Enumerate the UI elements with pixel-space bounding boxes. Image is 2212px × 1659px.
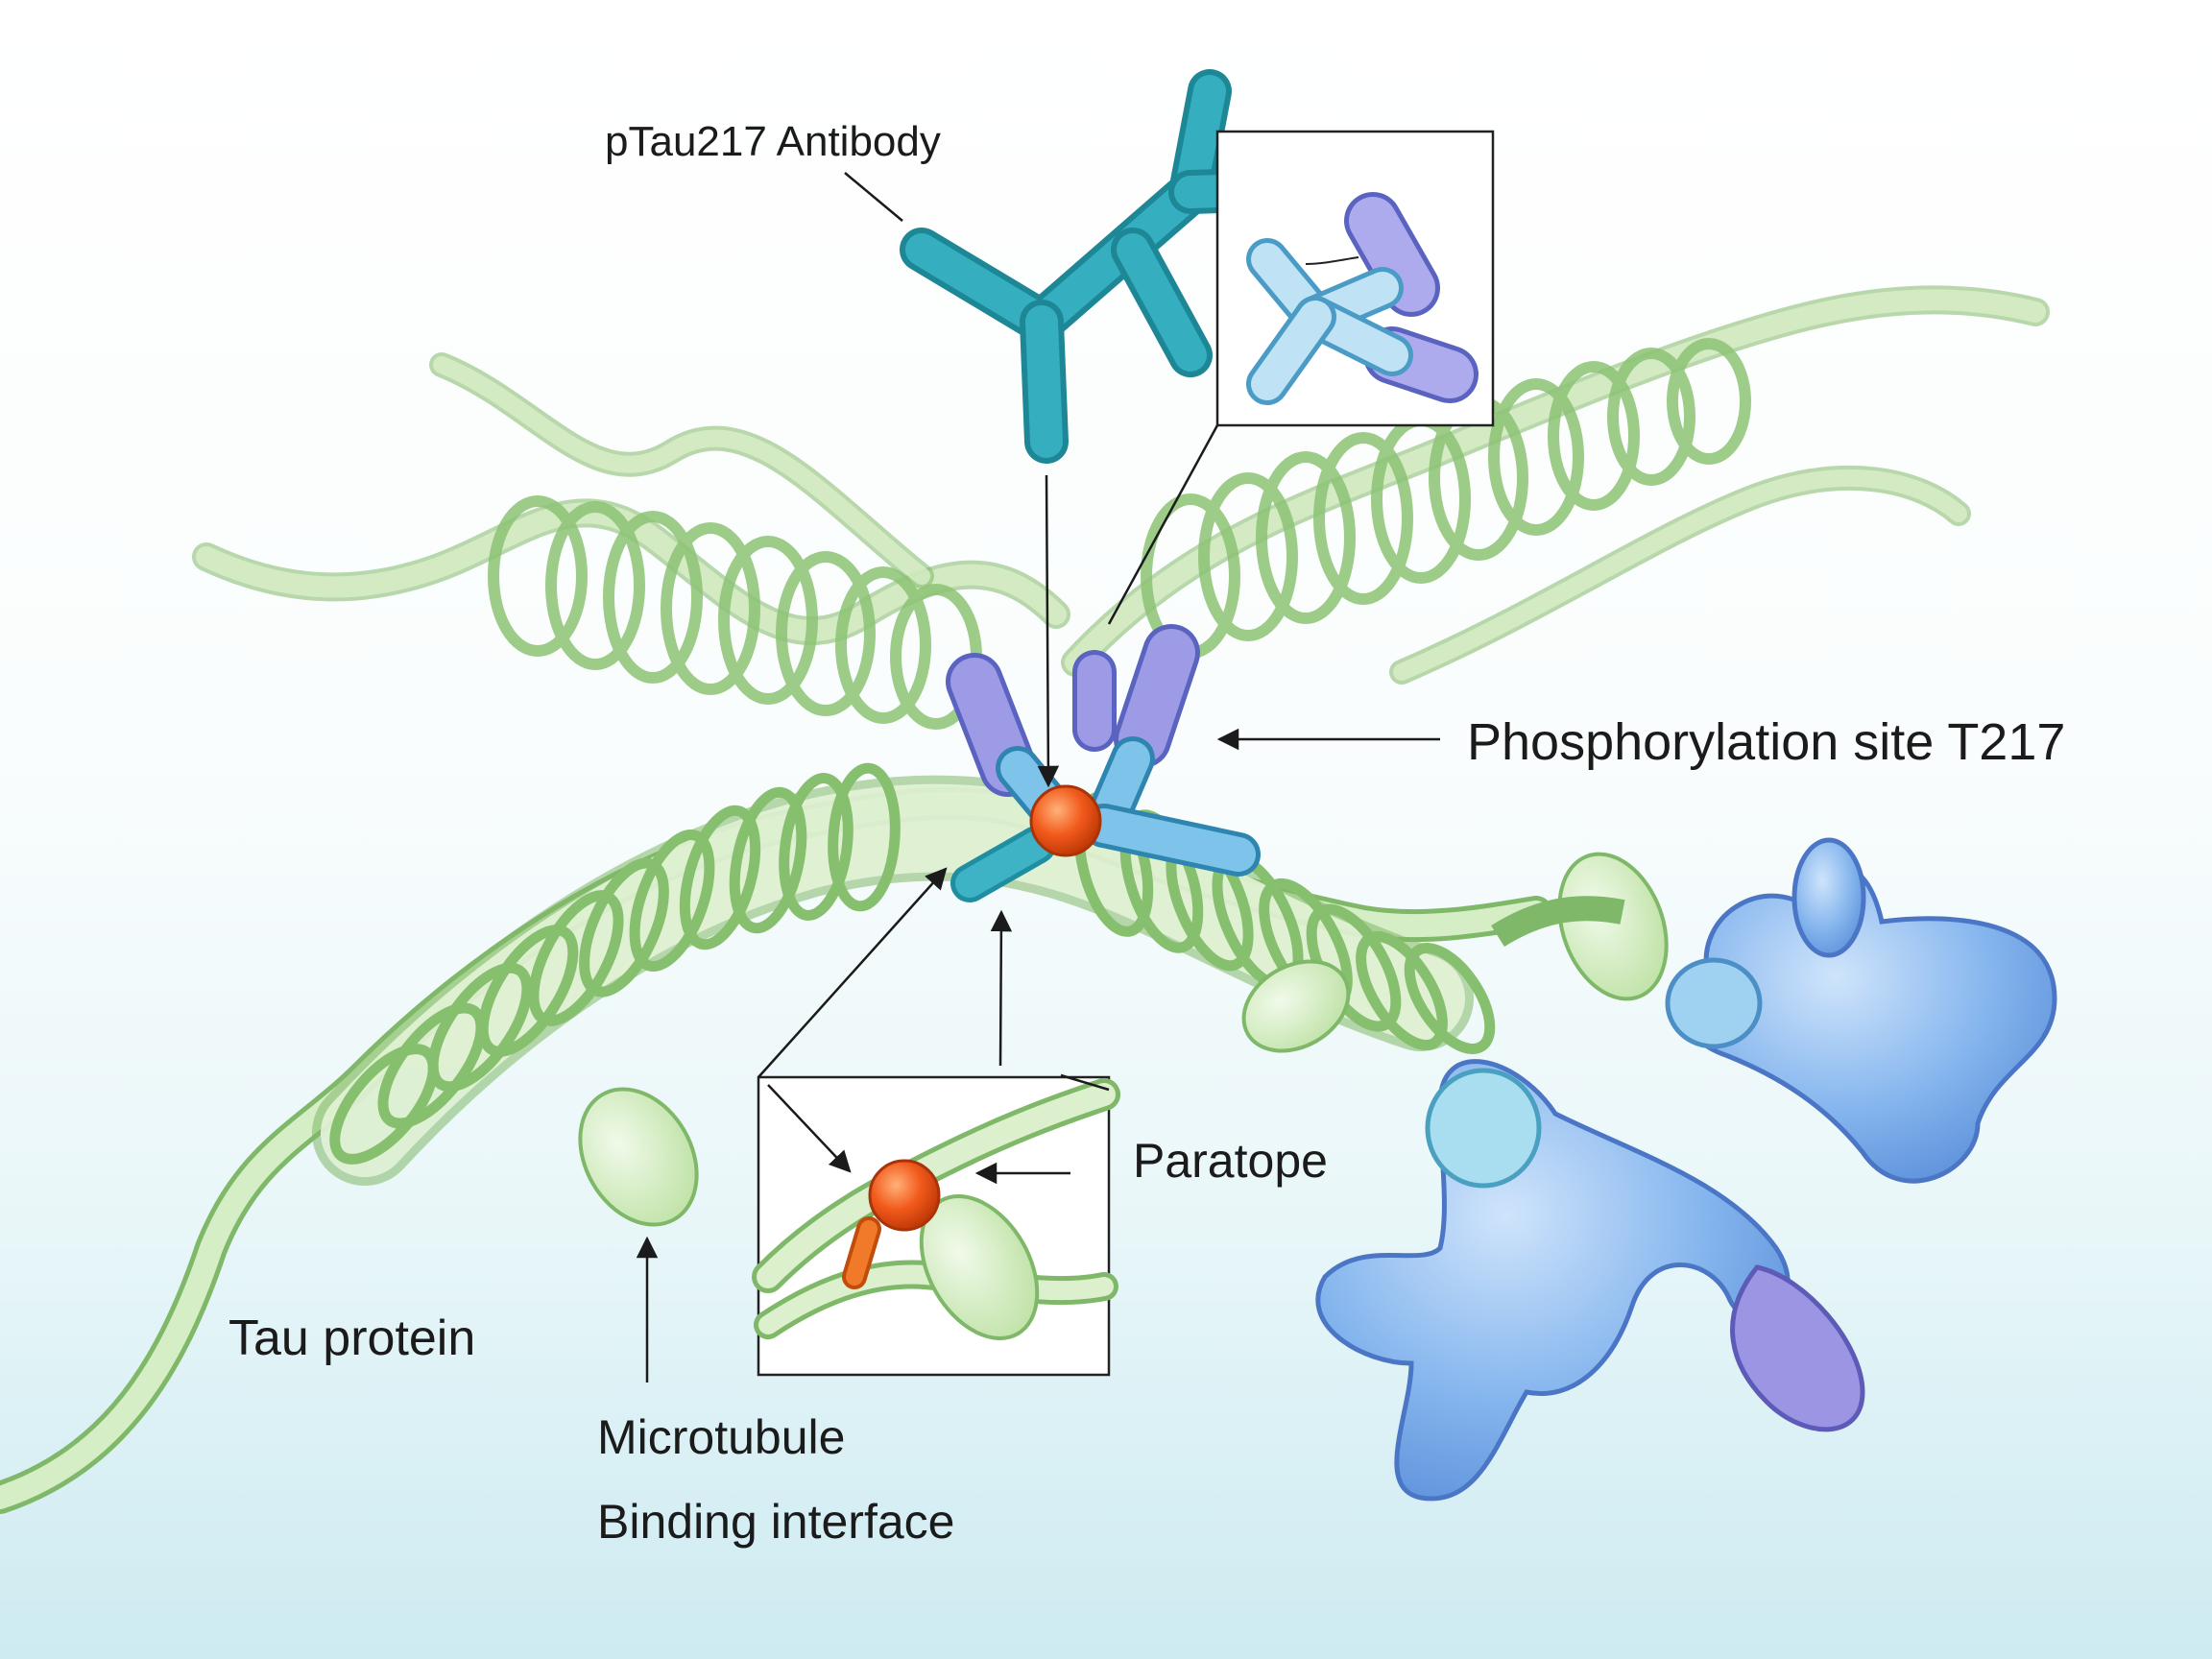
label-ptau217-antibody: pTau217 Antibody <box>605 118 941 165</box>
antibody-inset <box>1215 130 1495 427</box>
label-microtubule: Microtubule <box>597 1410 846 1464</box>
label-tau-protein: Tau protein <box>228 1310 476 1366</box>
label-phosphorylation-site: Phosphorylation site T217 <box>1467 713 2066 771</box>
blue-proteins <box>1315 837 2057 1502</box>
binding-interface-inset <box>752 1075 1120 1377</box>
label-binding-interface: Binding interface <box>597 1495 955 1549</box>
tau-helix-background <box>192 285 2050 685</box>
bound-antibody <box>946 624 1261 902</box>
tau-globules <box>578 852 1669 1227</box>
phosphorylation-site-marker <box>1029 784 1102 857</box>
label-paratope: Paratope <box>1133 1134 1328 1188</box>
helix-coils-right <box>1141 338 1751 659</box>
annotation-leaders <box>636 172 1440 1382</box>
